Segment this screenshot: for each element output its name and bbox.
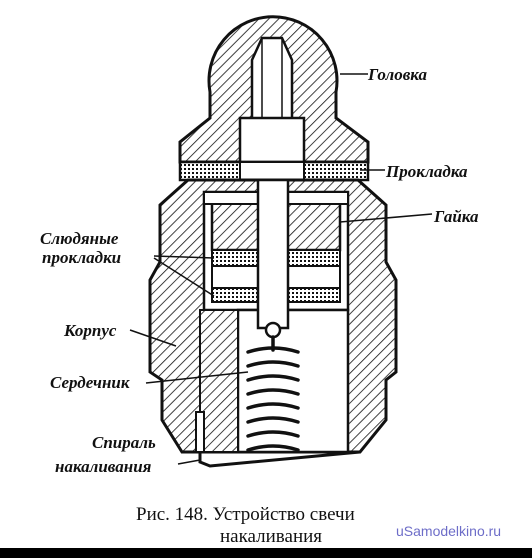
caption-line1: Рис. 148. Устройство свечи (136, 504, 355, 525)
label-head: Головка (367, 65, 427, 84)
central-rod (256, 178, 290, 339)
spiral-lead (195, 411, 361, 468)
label-core: Сердечник (50, 373, 130, 392)
label-mica-line1: Слюдяные (40, 229, 119, 248)
label-gasket: Прокладка (385, 162, 468, 181)
heating-coil (246, 335, 300, 452)
leader-lines (129, 73, 433, 465)
label-body: Корпус (63, 321, 117, 340)
bottom-border (0, 548, 532, 558)
label-mica-line2: прокладки (42, 248, 121, 267)
label-spiral-line2: накаливания (55, 457, 152, 476)
caption-line2: накаливания (220, 526, 322, 547)
gasket-part (178, 160, 370, 182)
label-spiral-line1: Спираль (92, 433, 156, 452)
head-part (178, 15, 370, 164)
label-nut: Гайка (433, 207, 479, 226)
watermark: uSamodelkino.ru (396, 523, 501, 539)
